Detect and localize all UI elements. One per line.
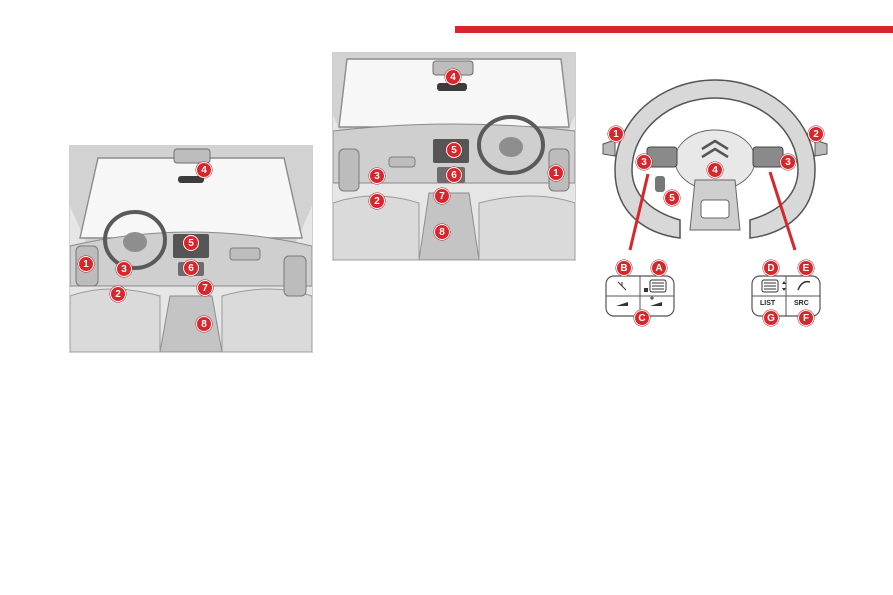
left-control-cluster: A B C — [604, 260, 684, 326]
callout-badge: 6 — [446, 167, 462, 183]
list-label: LIST — [760, 300, 776, 307]
callout-badge: 2 — [369, 193, 385, 209]
header-accent-bar — [455, 26, 893, 33]
control-badge-g: G — [763, 310, 779, 326]
lhd-dashboard-illustration: 1 2 3 4 5 6 7 8 — [69, 145, 313, 353]
callout-badge: 6 — [183, 260, 199, 276]
callout-badge: 4 — [445, 69, 461, 85]
callout-badge: 2 — [808, 126, 824, 142]
callout-badge: 8 — [434, 224, 450, 240]
src-label: SRC — [794, 300, 809, 307]
control-badge-f: F — [798, 310, 814, 326]
rhd-dashboard-drawing — [333, 53, 575, 260]
control-badge-e: E — [798, 260, 814, 276]
callout-badge: 7 — [434, 188, 450, 204]
callout-badge: 5 — [446, 142, 462, 158]
right-control-panel — [751, 275, 821, 317]
control-badge-c: C — [634, 310, 650, 326]
callout-badge: 4 — [707, 162, 723, 178]
callout-badge: 2 — [110, 286, 126, 302]
callout-badge: 1 — [78, 256, 94, 272]
control-badge-b: B — [616, 260, 632, 276]
control-badge-a: A — [651, 260, 667, 276]
left-control-panel — [605, 275, 675, 317]
callout-badge: 3 — [780, 154, 796, 170]
steering-wheel-drawing — [602, 79, 828, 251]
callout-badge: 1 — [608, 126, 624, 142]
callout-badge: 3 — [116, 261, 132, 277]
steering-wheel-illustration: 1 2 3 3 4 5 — [600, 70, 840, 340]
control-badge-d: D — [763, 260, 779, 276]
callout-badge: 1 — [548, 165, 564, 181]
callout-badge: 5 — [183, 235, 199, 251]
rhd-dashboard-illustration: 1 2 3 4 5 6 7 8 — [332, 52, 576, 261]
callout-badge: 3 — [636, 154, 652, 170]
callout-badge: 8 — [196, 316, 212, 332]
callout-badge: 3 — [369, 168, 385, 184]
callout-badge: 4 — [196, 162, 212, 178]
callout-badge: 7 — [197, 280, 213, 296]
right-control-cluster: LIST SRC D E F G — [750, 260, 830, 326]
callout-badge: 5 — [664, 190, 680, 206]
